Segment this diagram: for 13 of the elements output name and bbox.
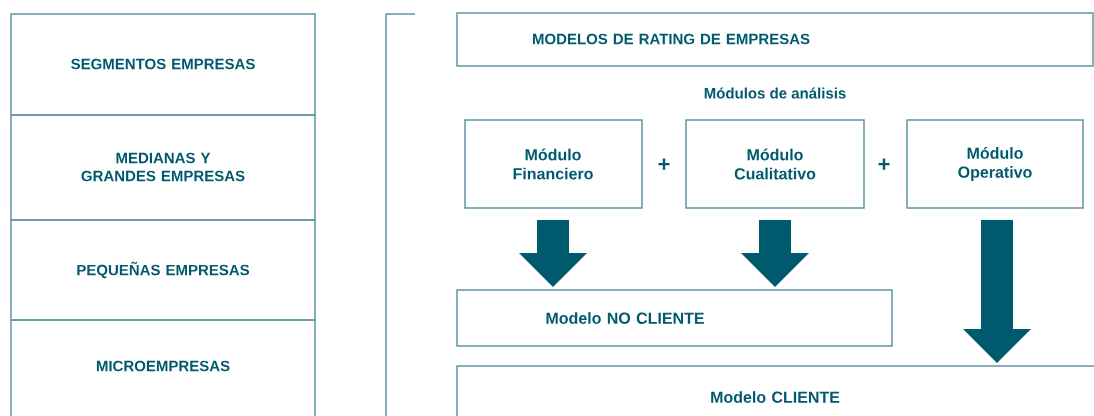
model-box: Módulo Operativo <box>906 119 1084 209</box>
model-box: Modelo CLIENTE <box>456 365 1094 416</box>
plus-sign: + <box>658 158 670 170</box>
model-box: MODELOS DE RATING DE EMPRESAS <box>456 12 1094 67</box>
plus-sign: + <box>878 158 890 170</box>
model-box: Modelo NO CLIENTE <box>456 289 893 347</box>
section-heading: Módulos de análisis <box>704 87 846 99</box>
table-row: SEGMENTOS EMPRESAS <box>10 13 316 116</box>
table-row: PEQUEÑAS EMPRESAS <box>10 219 316 321</box>
model-box: Módulo Financiero <box>464 119 643 209</box>
table-row: MEDIANAS Y GRANDES EMPRESAS <box>10 114 316 221</box>
model-box: Módulo Cualitativo <box>685 119 865 209</box>
table-row: MICROEMPRESAS <box>10 319 316 416</box>
